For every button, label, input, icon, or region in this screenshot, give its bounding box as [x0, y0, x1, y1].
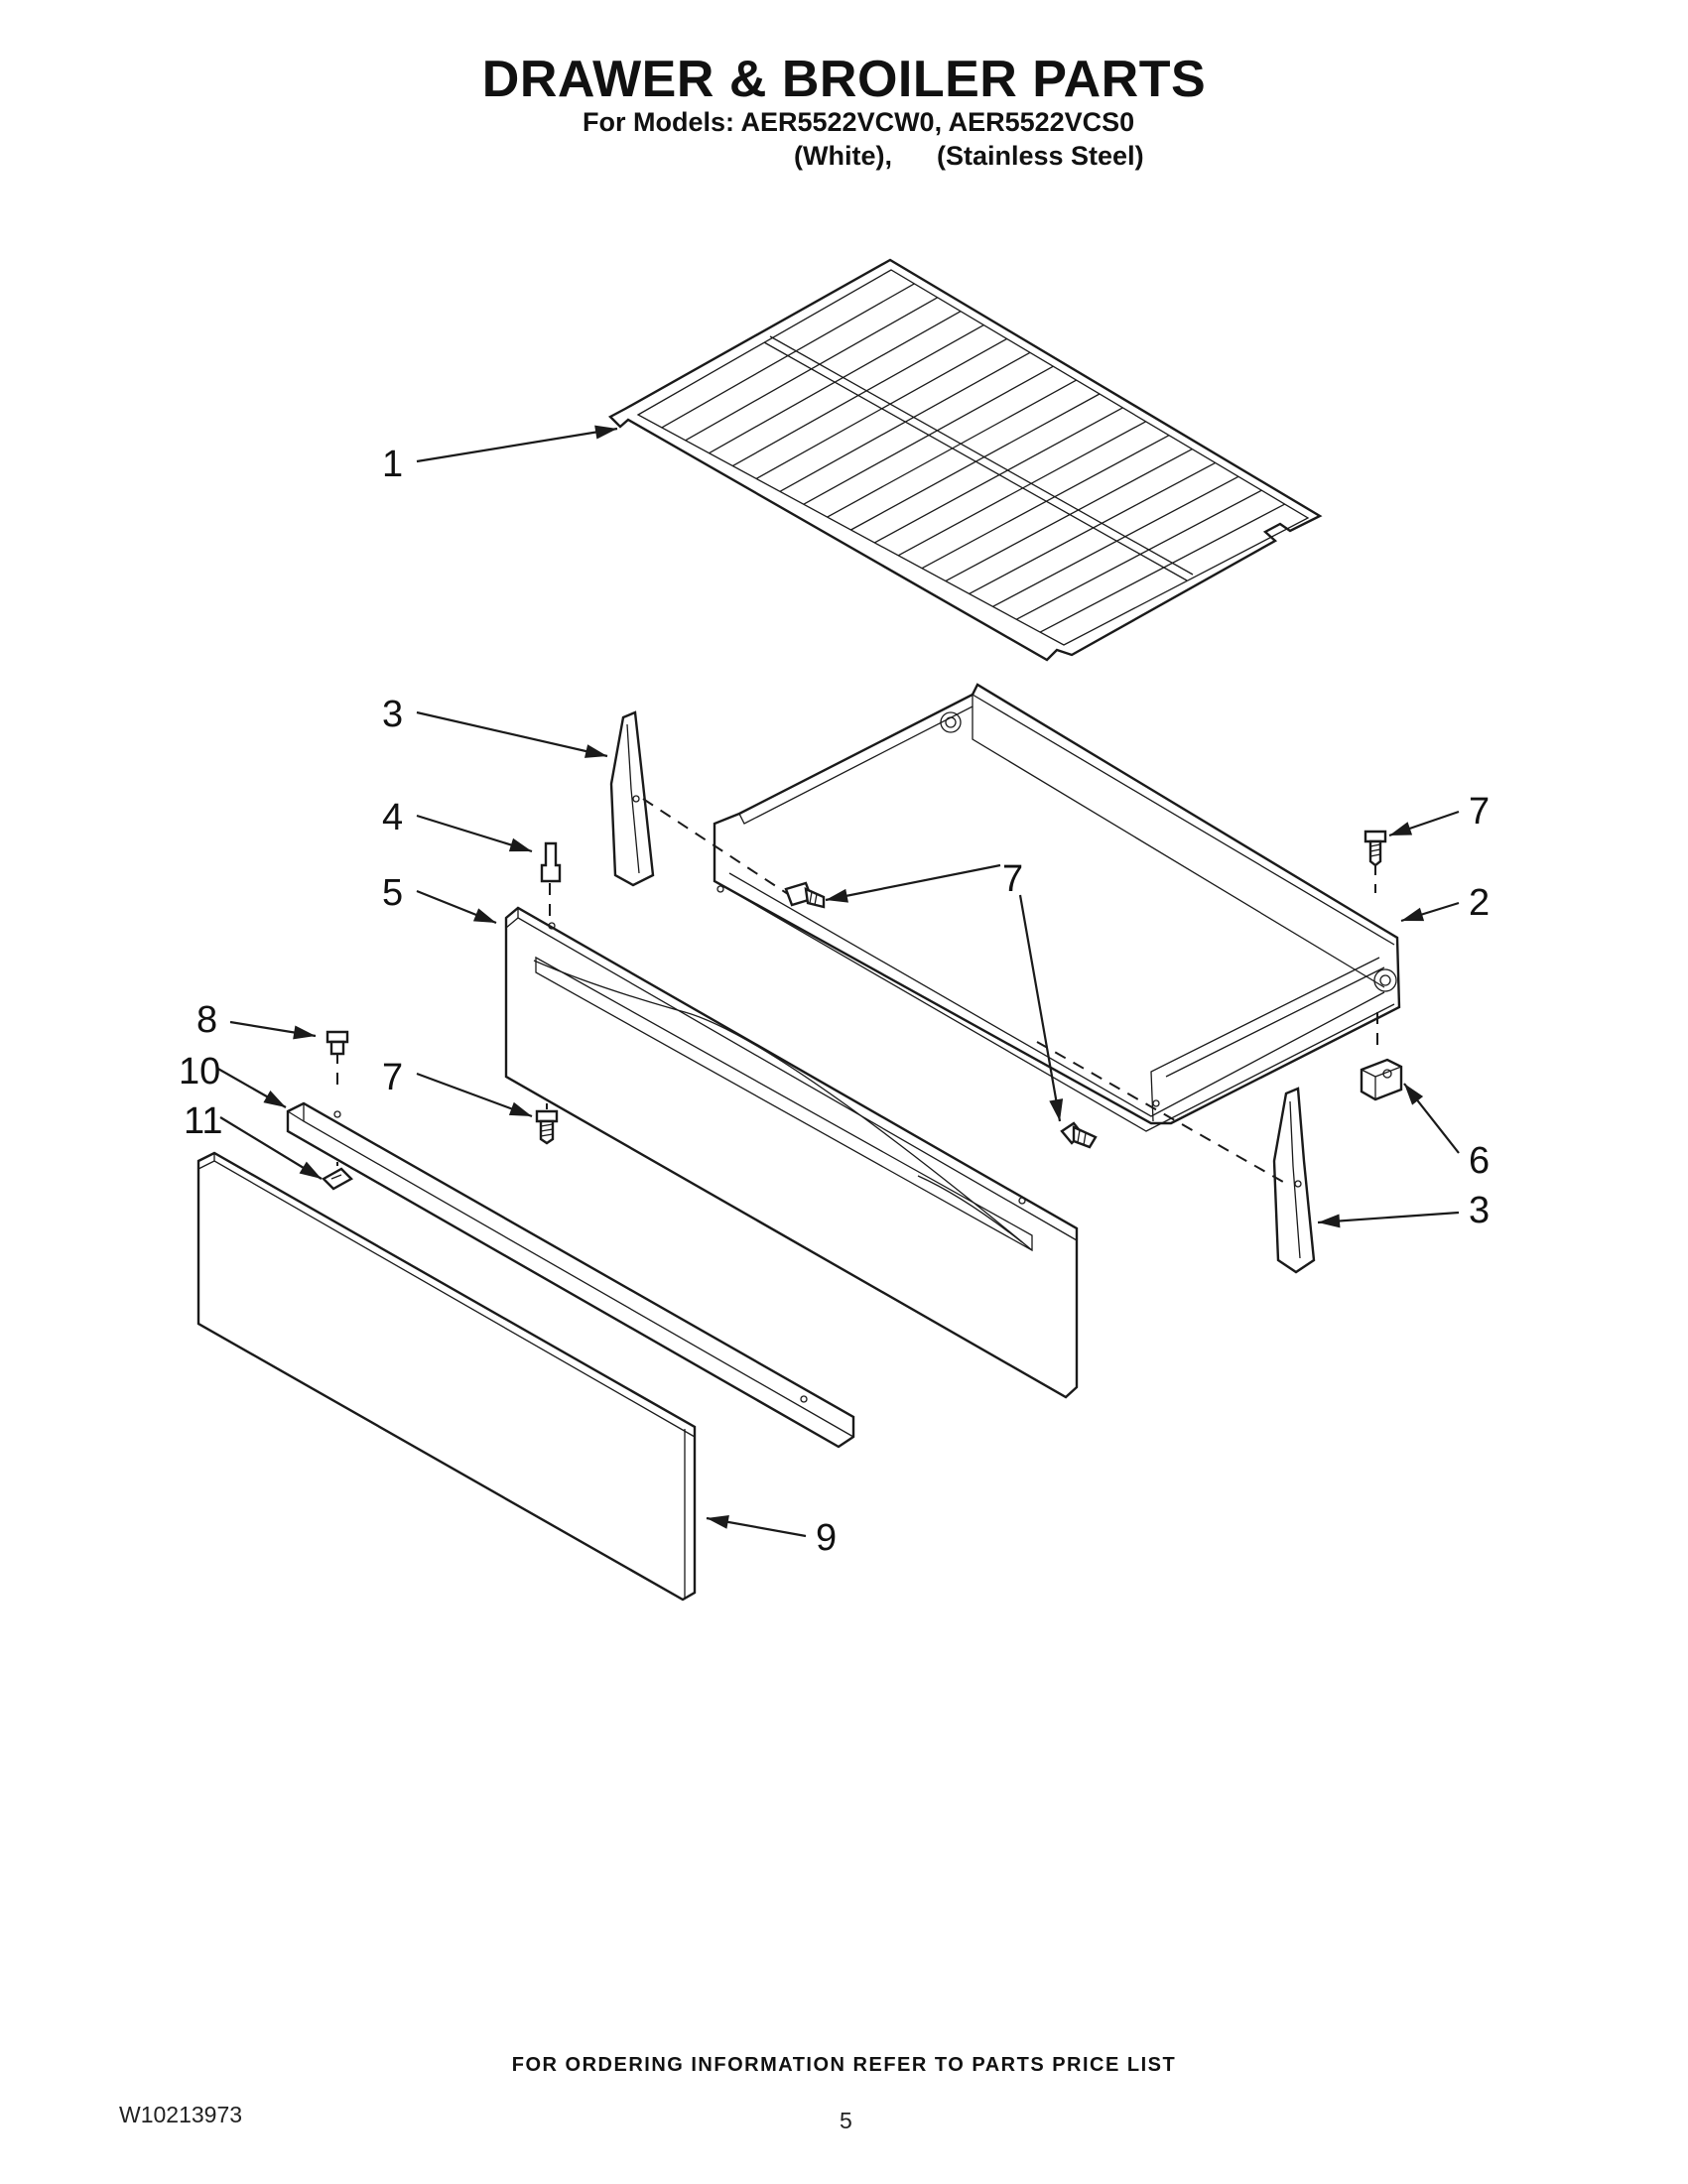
arrowhead	[293, 1025, 316, 1040]
leader-line	[416, 710, 608, 758]
arrowhead	[472, 908, 496, 923]
rack-wire	[850, 393, 1101, 531]
arrowhead	[1318, 1214, 1341, 1228]
arrowhead	[1401, 907, 1425, 922]
arrowhead	[707, 1515, 729, 1529]
arrowhead	[299, 1161, 322, 1179]
arrowhead	[1404, 1084, 1424, 1105]
rack-wire	[661, 283, 915, 429]
rack-wire	[732, 323, 984, 467]
arrowhead	[594, 425, 617, 440]
callout-11: 11	[184, 1100, 222, 1142]
arrowhead	[584, 744, 607, 758]
variants-line: (White), (Stainless Steel)	[794, 141, 1144, 171]
rack-wire	[685, 297, 938, 442]
callout-9: 9	[816, 1517, 837, 1559]
rack-wire	[992, 475, 1239, 607]
rack-wire	[874, 407, 1123, 544]
rack-drawing	[608, 258, 1323, 662]
callout-7: 7	[382, 1057, 403, 1098]
callout-3: 3	[382, 694, 403, 735]
screw-channel-drawing	[325, 1030, 349, 1056]
stud-drawing	[540, 841, 562, 883]
screw-center-drawing	[784, 881, 826, 909]
arrowhead	[263, 1091, 286, 1107]
drawer-panel-drawing	[504, 906, 1079, 1399]
rack-wire	[709, 311, 962, 454]
page-title: DRAWER & BROILER PARTS	[481, 51, 1207, 108]
rack-wire	[921, 435, 1170, 570]
models-line: For Models: AER5522VCW0, AER5522VCS0	[583, 107, 1135, 137]
rack-wire	[945, 448, 1193, 582]
clip-drawing	[322, 1167, 353, 1191]
arrowhead	[1389, 822, 1413, 835]
callout-5: 5	[382, 872, 403, 914]
rack-wire	[897, 421, 1146, 557]
callout-7: 7	[1469, 791, 1490, 833]
arrowhead	[508, 837, 532, 852]
callout-6: 6	[1469, 1140, 1490, 1182]
rack-wire	[755, 337, 1007, 480]
rack-wire	[779, 351, 1031, 492]
screw-top-right-drawing	[1363, 830, 1387, 867]
drawer-front-drawing	[196, 1151, 697, 1602]
callout-10: 10	[179, 1051, 220, 1092]
leader-line	[825, 863, 1001, 902]
callout-7: 7	[1002, 858, 1023, 900]
screw-drawer-drawing	[1060, 1121, 1098, 1149]
arrowhead	[1049, 1098, 1064, 1121]
rack-wire	[1016, 489, 1262, 620]
bracket-drawing	[1360, 1058, 1403, 1101]
leader-line	[416, 427, 618, 463]
callout-8: 8	[196, 999, 217, 1041]
callout-1: 1	[382, 444, 403, 485]
leader-line	[1018, 894, 1062, 1122]
glide-left-drawing	[609, 710, 655, 887]
rack-wire	[1039, 503, 1285, 633]
arrowhead	[508, 1101, 532, 1116]
channel-drawing	[286, 1101, 855, 1449]
callout-4: 4	[382, 797, 403, 838]
leader-lines	[215, 425, 1460, 1538]
rack-wire	[803, 365, 1054, 505]
page-number: 5	[840, 2108, 852, 2133]
drawer-body-drawing	[713, 683, 1401, 1132]
arrowhead	[826, 888, 848, 903]
callout-2: 2	[1469, 882, 1490, 924]
leader-line	[1317, 1211, 1460, 1224]
alignment-line-right	[1036, 1041, 1291, 1187]
ordering-note: FOR ORDERING INFORMATION REFER TO PARTS …	[511, 2054, 1177, 2076]
rack-wire	[827, 379, 1077, 518]
screw-panel-drawing	[535, 1109, 559, 1145]
callout-3: 3	[1469, 1190, 1490, 1231]
rack-wire	[969, 461, 1216, 595]
alignment-line-left	[642, 798, 795, 899]
document-number: W10213973	[119, 2102, 243, 2127]
